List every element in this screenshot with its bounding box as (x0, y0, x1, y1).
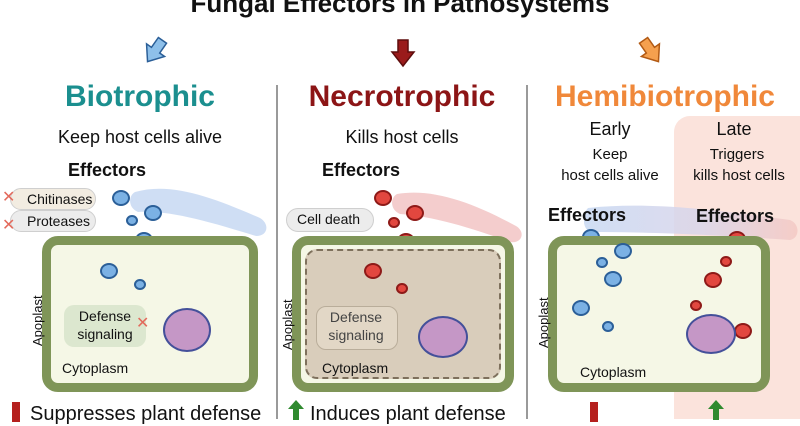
host-cell (548, 236, 770, 392)
arrow-down-icon (390, 39, 416, 68)
effector-blue (144, 205, 162, 221)
apoplast-label: Apoplast (280, 299, 295, 350)
late-line1: Triggers (709, 146, 765, 163)
proteases-pill: Proteases (10, 210, 96, 232)
defense-signaling-box (316, 306, 398, 350)
effector-blue (112, 190, 130, 206)
effector-blue (604, 271, 622, 287)
blocked-x-icon: ✕ (136, 315, 150, 332)
effector-blue (572, 300, 590, 316)
effector-blue (134, 279, 146, 290)
effector-red (406, 205, 424, 221)
late-label: Late (716, 119, 752, 139)
effector-blue (602, 321, 614, 332)
nucleus (418, 316, 468, 358)
panel-divider (276, 85, 278, 419)
cytoplasm-label: Cytoplasm (322, 360, 389, 376)
effector-blue (100, 263, 118, 279)
fungal-hypha (392, 192, 522, 243)
effector-red (396, 283, 408, 294)
nucleus (686, 314, 736, 354)
panel-title-necrotrophic: Necrotrophic (308, 80, 496, 113)
arrow-up-icon (708, 400, 724, 420)
fungal-hypha (130, 188, 267, 236)
effector-red (734, 323, 752, 339)
defense-signaling-box (64, 305, 146, 347)
nucleus (163, 308, 211, 352)
cytoplasm-label: Cytoplasm (580, 364, 647, 380)
defense-label: Defense (78, 308, 132, 324)
suppress-bar-icon (590, 402, 598, 422)
defense-label: Defense (329, 309, 383, 325)
suppresses-defense-label: Suppresses plant defense (30, 403, 262, 425)
effector-red (704, 272, 722, 288)
induces-defense-label: Induces plant defense (310, 403, 506, 425)
inhibited-x-icon: ✕ (2, 189, 16, 206)
panel-title-hemibiotrophic: Hemibiotrophic (554, 80, 775, 113)
early-line2: host cells alive (561, 167, 659, 184)
arrow-up-icon (288, 400, 304, 420)
effector-red (374, 190, 392, 206)
chitinases-pill: Chitinases (10, 188, 96, 210)
panel-subtitle: Kills host cells (345, 127, 459, 147)
effector-red (690, 300, 702, 311)
panel-subtitle: Keep host cells alive (57, 127, 223, 147)
signaling-label: signaling (77, 326, 133, 342)
panel-divider (526, 85, 528, 419)
panel-title-biotrophic: Biotrophic (65, 80, 215, 113)
fungal-hypha (584, 205, 798, 240)
effectors-label: Effectors (322, 160, 401, 180)
effector-blue (614, 243, 632, 259)
apoplast-label: Apoplast (536, 297, 551, 348)
proteases-label: Proteases (27, 213, 91, 229)
cytoplasm-label: Cytoplasm (62, 360, 129, 376)
effector-red (388, 217, 400, 228)
early-label: Early (589, 119, 631, 139)
signaling-label: signaling (328, 327, 384, 343)
early-line1: Keep (592, 146, 628, 163)
cell-death-label: Cell death (297, 211, 361, 227)
cell-death-pill: Cell death (286, 208, 374, 232)
arrow-down-left-icon (145, 36, 168, 63)
effector-blue (596, 257, 608, 268)
effector-red (720, 256, 732, 267)
effector-red (364, 263, 382, 279)
effectors-label-late: Effectors (696, 206, 775, 226)
page-title: Fungal Effectors in Pathosystems (190, 0, 610, 18)
inhibited-x-icon: ✕ (2, 217, 16, 234)
effectors-label: Effectors (68, 160, 147, 180)
chitinases-label: Chitinases (27, 191, 93, 207)
effector-blue (126, 215, 138, 226)
late-line2: kills host cells (693, 167, 785, 184)
effectors-label-early: Effectors (548, 205, 627, 225)
suppress-bar-icon (12, 402, 20, 422)
arrow-down-right-icon (638, 36, 661, 63)
apoplast-label: Apoplast (30, 295, 45, 346)
